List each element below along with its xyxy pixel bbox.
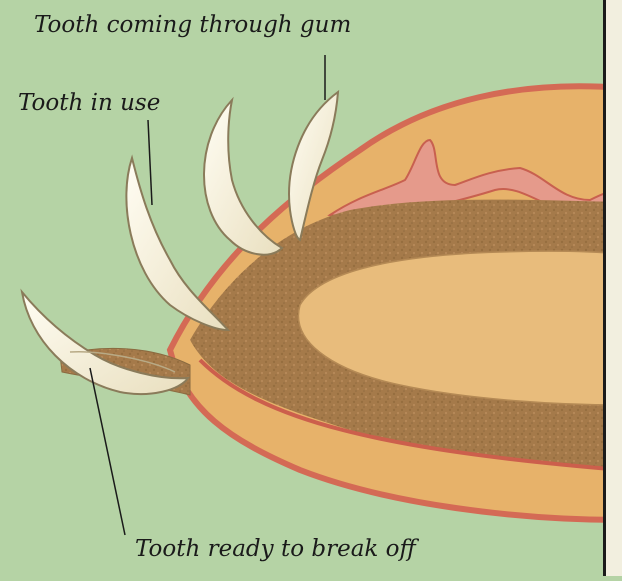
tooth-ready-to-break bbox=[22, 292, 188, 394]
label-tooth-through-gum: Tooth coming through gum bbox=[34, 14, 351, 37]
leader-use bbox=[148, 120, 152, 205]
page-edge-panel bbox=[603, 0, 622, 576]
leader-break bbox=[90, 368, 125, 535]
label-tooth-in-use: Tooth in use bbox=[18, 92, 160, 115]
label-tooth-break-off: Tooth ready to break off bbox=[135, 538, 416, 561]
